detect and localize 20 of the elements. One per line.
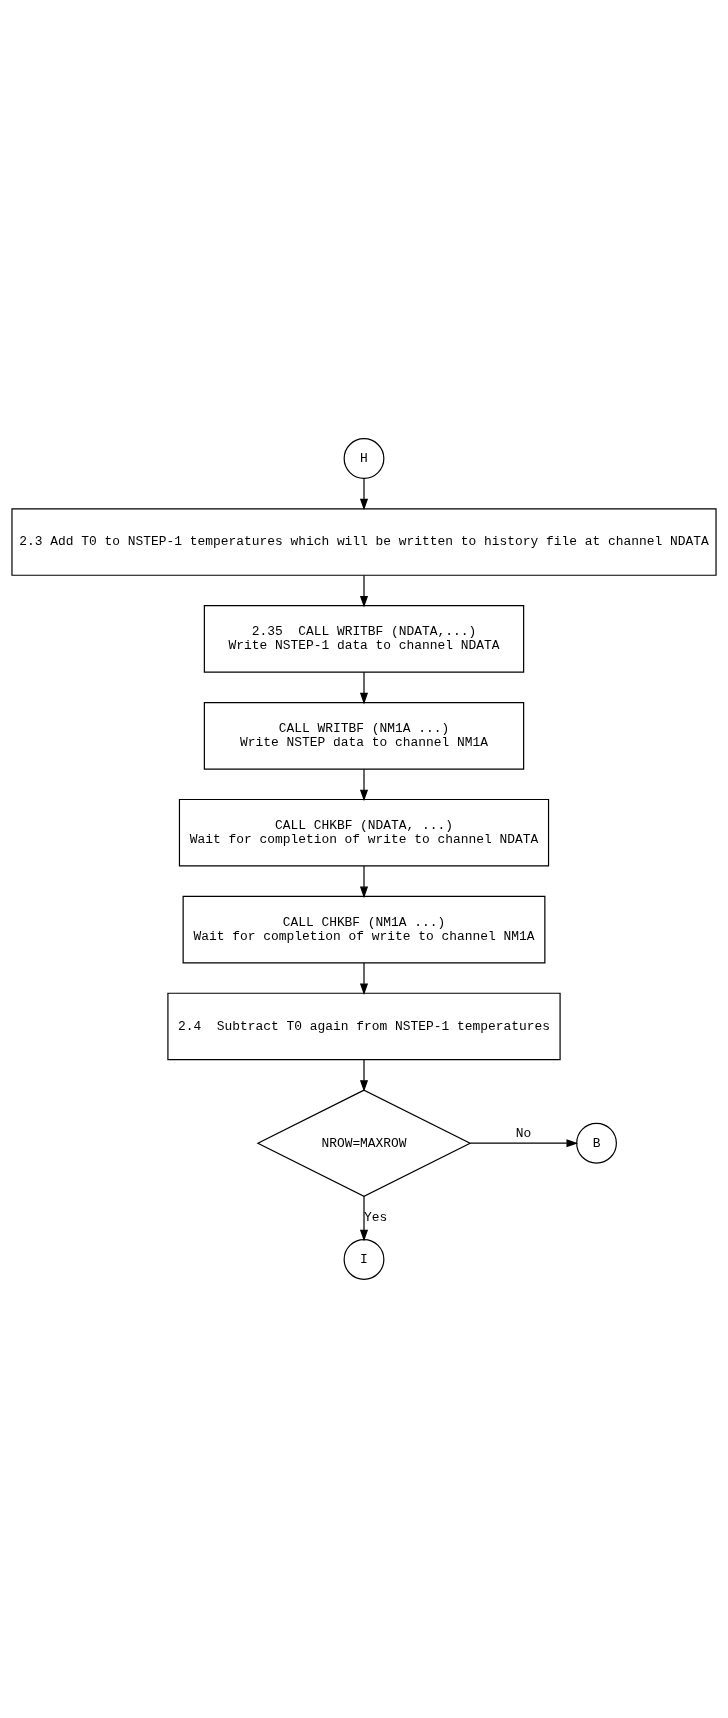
- arrow: [359, 1195, 369, 1242]
- node-box: 2.3 Add T0 to NSTEP-1 temperatures which will be written to history file at channel NDATA: [11, 508, 717, 576]
- node-circle: H: [343, 438, 385, 479]
- edge-label: No: [515, 1125, 532, 1141]
- arrow: [469, 1139, 579, 1148]
- arrow: [359, 1059, 369, 1092]
- node-circle: B: [576, 1122, 617, 1164]
- node-box: 2.35 CALL WRITBF (NDATA,...) Write NSTEP-1 data to channel NDATA: [203, 605, 525, 673]
- arrow: [359, 477, 369, 511]
- arrow: [359, 671, 369, 705]
- node-box: 2.4 Subtract T0 again from NSTEP-1 temperatures: [167, 992, 561, 1061]
- node-box: CALL WRITBF (NM1A ...) Write NSTEP data to channel NM1A: [203, 702, 525, 770]
- node-diamond: NROW=MAXROW: [256, 1089, 472, 1197]
- node-box: CALL CHKBF (NDATA, ...) Wait for completion of write to channel NDATA: [178, 798, 550, 867]
- arrow: [359, 574, 369, 608]
- node-box: CALL CHKBF (NM1A ...) Wait for completion of write to channel NM1A: [182, 895, 546, 964]
- arrow: [359, 962, 369, 996]
- node-circle: I: [343, 1239, 385, 1280]
- arrow: [359, 768, 369, 802]
- arrow: [359, 865, 369, 899]
